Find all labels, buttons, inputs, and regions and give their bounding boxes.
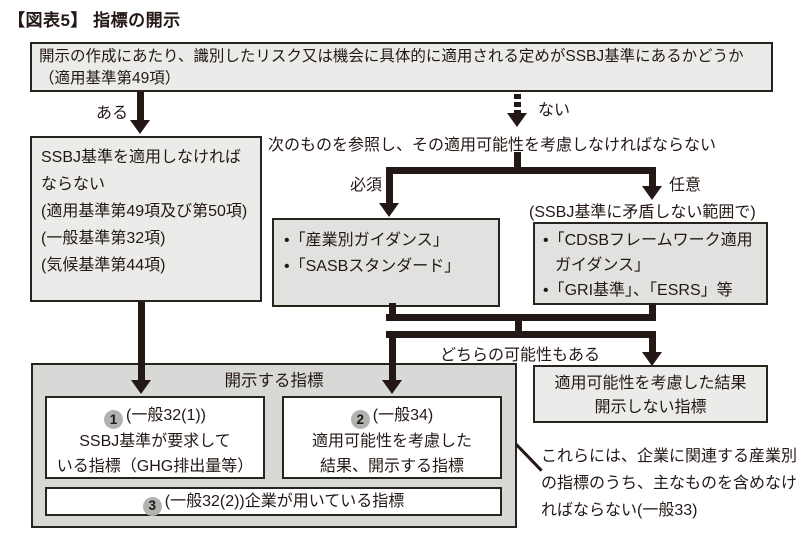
box2-line1: 適用可能性を考慮した (311, 433, 472, 450)
split2-bar-line (386, 331, 656, 338)
yes-label: ある (96, 105, 129, 122)
consider-text: 次のものを参照し、その適用可能性を考慮しなければならない (268, 137, 717, 154)
not-disclose-line2: 開示しない指標 (594, 399, 707, 416)
both-possibilities-label: どちらの可能性もある (440, 347, 601, 364)
merge-left-line (389, 303, 396, 315)
no-arrow-dash (514, 110, 521, 114)
to-box1-arrow-line (138, 302, 145, 381)
figure-title: 【図表5】 指標の開示 (8, 11, 181, 30)
to-not-disclose-arrow-head-icon (642, 352, 662, 366)
number-3-badge: 3 (142, 496, 162, 516)
no-label: ない (538, 102, 571, 119)
box2-line2: 結果、開示する指標 (319, 458, 464, 475)
optional-sources-box: •「CDSBフレームワーク適用 ガイダンス」 •「GRI基準」、「ESRS」等 (533, 222, 768, 305)
callout-line (515, 443, 543, 472)
question-box: 開示の作成にあたり、識別したリスク又は機会に具体的に適用される定めがSSBJ基準… (30, 42, 773, 92)
question-line1: 開示の作成にあたり、識別したリスク又は機会に具体的に適用される定めがSSBJ基準… (39, 48, 744, 65)
no-arrow-dash (514, 102, 521, 107)
must-apply-text: SSBJ基準を適用しなければならない (41, 149, 242, 193)
box1-line2: いる指標（GHG排出量等） (56, 458, 254, 475)
required-arrow-line (386, 167, 393, 205)
merge-bar-line (386, 314, 656, 321)
to-box1-arrow-head-icon (131, 380, 151, 394)
company-used-indicators-box: 3(一般32(2))企業が用いている指標 (45, 487, 502, 516)
box3-text: (一般32(2))企業が用いている指標 (164, 493, 405, 510)
optional-scope-note: (SSBJ基準に矛盾しない範囲で) (529, 204, 756, 221)
number-2-badge: 2 (350, 410, 370, 429)
number-1-badge: 1 (103, 410, 123, 429)
optional-item: •「GRI基準」、「ESRS」等 (543, 282, 733, 299)
optional-item-cont: ガイダンス」 (555, 257, 651, 274)
no-arrow-head-icon (507, 113, 527, 127)
disclosed-considered-indicators-box: 2(一般34) 適用可能性を考慮した 結果、開示する指標 (282, 396, 502, 479)
no-arrow-dash (514, 94, 521, 99)
disclose-group-title: 開示する指標 (224, 372, 324, 390)
must-apply-ref1: (適用基準第49項及び第50項) (41, 203, 248, 220)
optional-arrow-line (649, 167, 656, 187)
merge-right-line (649, 303, 656, 315)
box1-ref: (一般32(1)) (125, 407, 206, 424)
must-apply-ref2: (一般基準第32項) (41, 230, 166, 247)
to-box2-arrow-head-icon (382, 380, 402, 394)
to-box2-arrow-line (389, 338, 396, 381)
must-apply-ref3: (気候基準第44項) (41, 257, 166, 274)
disclosed-required-indicators-box: 1(一般32(1)) SSBJ基準が要求して いる指標（GHG排出量等） (45, 396, 265, 479)
box2-ref: (一般34) (372, 407, 434, 424)
not-disclose-line1: 適用可能性を考慮した結果 (554, 375, 747, 392)
to-not-disclose-arrow-line (649, 338, 656, 353)
merge-stub-line (515, 321, 522, 332)
yes-arrow-line (137, 92, 144, 121)
optional-label: 任意 (669, 177, 702, 194)
box1-line1: SSBJ基準が要求して (79, 433, 231, 450)
required-sources-box: •「産業別ガイダンス」 •「SASBスタンダード」 (272, 218, 500, 307)
must-apply-box: SSBJ基準を適用しなければならない (適用基準第49項及び第50項) (一般基… (30, 136, 262, 302)
optional-item: •「CDSBフレームワーク適用 (543, 232, 753, 249)
side-note: これらには、企業に関連する産業別の指標のうち、主なものを含めなければならない(一… (541, 448, 798, 519)
box1-header: 1(一般32(1)) (47, 403, 263, 429)
required-item: •「SASBスタンダード」 (284, 258, 461, 275)
question-ref: （適用基準第49項） (39, 70, 181, 87)
required-arrow-head-icon (379, 203, 399, 217)
box2-header: 2(一般34) (284, 403, 500, 429)
optional-arrow-head-icon (642, 186, 662, 200)
not-disclose-box: 適用可能性を考慮した結果 開示しない指標 (533, 365, 768, 423)
yes-arrow-head-icon (130, 120, 150, 134)
split-bar-line (386, 167, 656, 174)
required-label: 必須 (350, 177, 383, 194)
split-stub-line (514, 152, 521, 168)
required-item: •「産業別ガイダンス」 (284, 232, 449, 249)
